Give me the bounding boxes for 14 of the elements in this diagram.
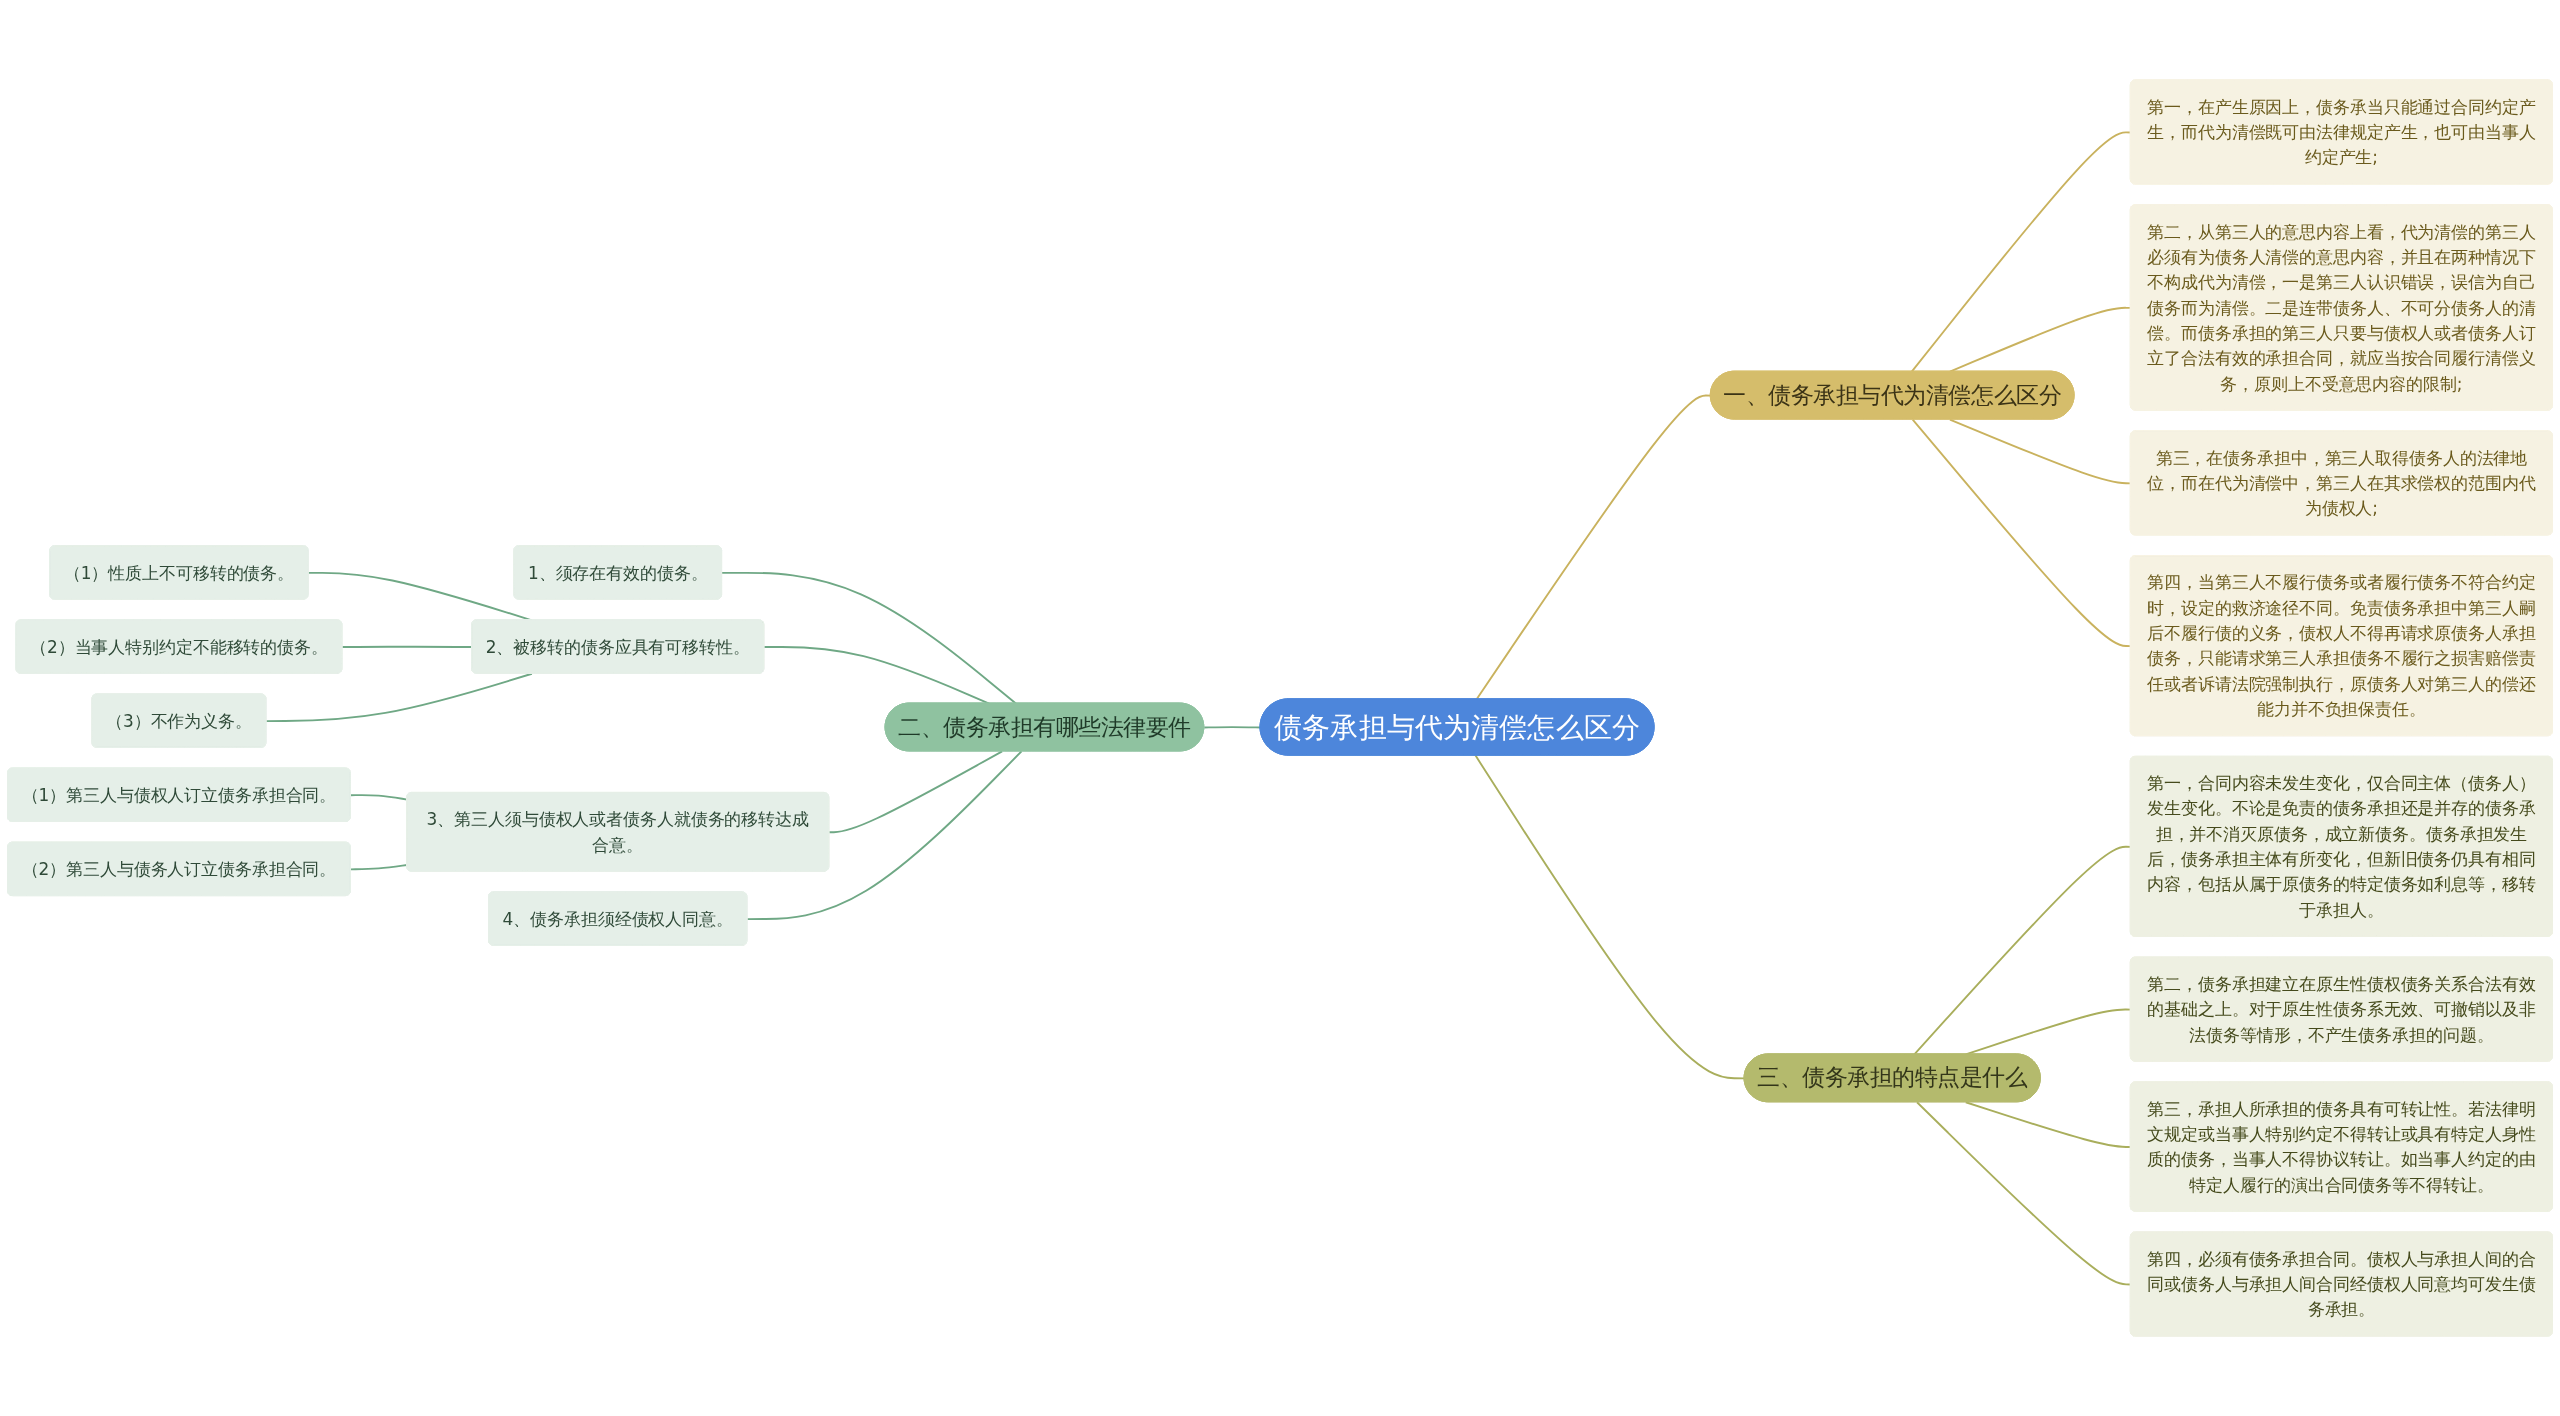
- connector: [746, 750, 1023, 921]
- connector: [1949, 306, 2132, 373]
- connector: [1911, 418, 2132, 648]
- connector: [1916, 1101, 2132, 1286]
- connector: [1964, 1101, 2132, 1148]
- connector: [1910, 131, 2132, 373]
- connector: [1474, 754, 1746, 1080]
- connector: [1203, 726, 1262, 729]
- connector: [349, 864, 409, 871]
- connector: [265, 672, 533, 723]
- connector: [721, 571, 1017, 705]
- connector: [828, 750, 1004, 834]
- connector: [1949, 418, 2132, 485]
- connector: [349, 794, 409, 801]
